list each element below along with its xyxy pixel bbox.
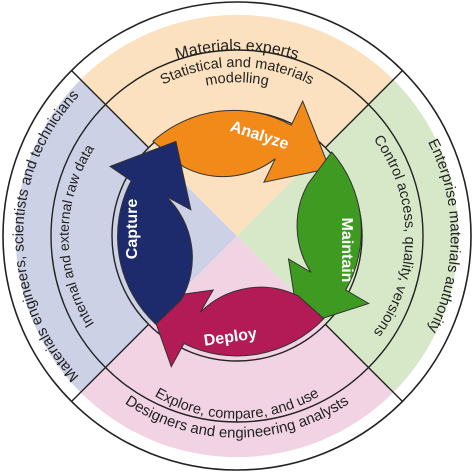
- cycle-arrows: [108, 99, 370, 368]
- inner-top-label-line2: modelling: [204, 70, 270, 89]
- analyze-arrow: [152, 99, 331, 183]
- middle-ring-border: [50, 49, 424, 423]
- maintain-arrow: [287, 151, 370, 327]
- svg-text:modelling: modelling: [204, 70, 270, 89]
- maintain-label: Maintain: [338, 218, 355, 283]
- capture-label: Capture: [124, 199, 141, 260]
- capture-arrow: [108, 140, 193, 325]
- quadrant-dividers: [71, 70, 403, 402]
- deploy-arrow: [146, 286, 325, 368]
